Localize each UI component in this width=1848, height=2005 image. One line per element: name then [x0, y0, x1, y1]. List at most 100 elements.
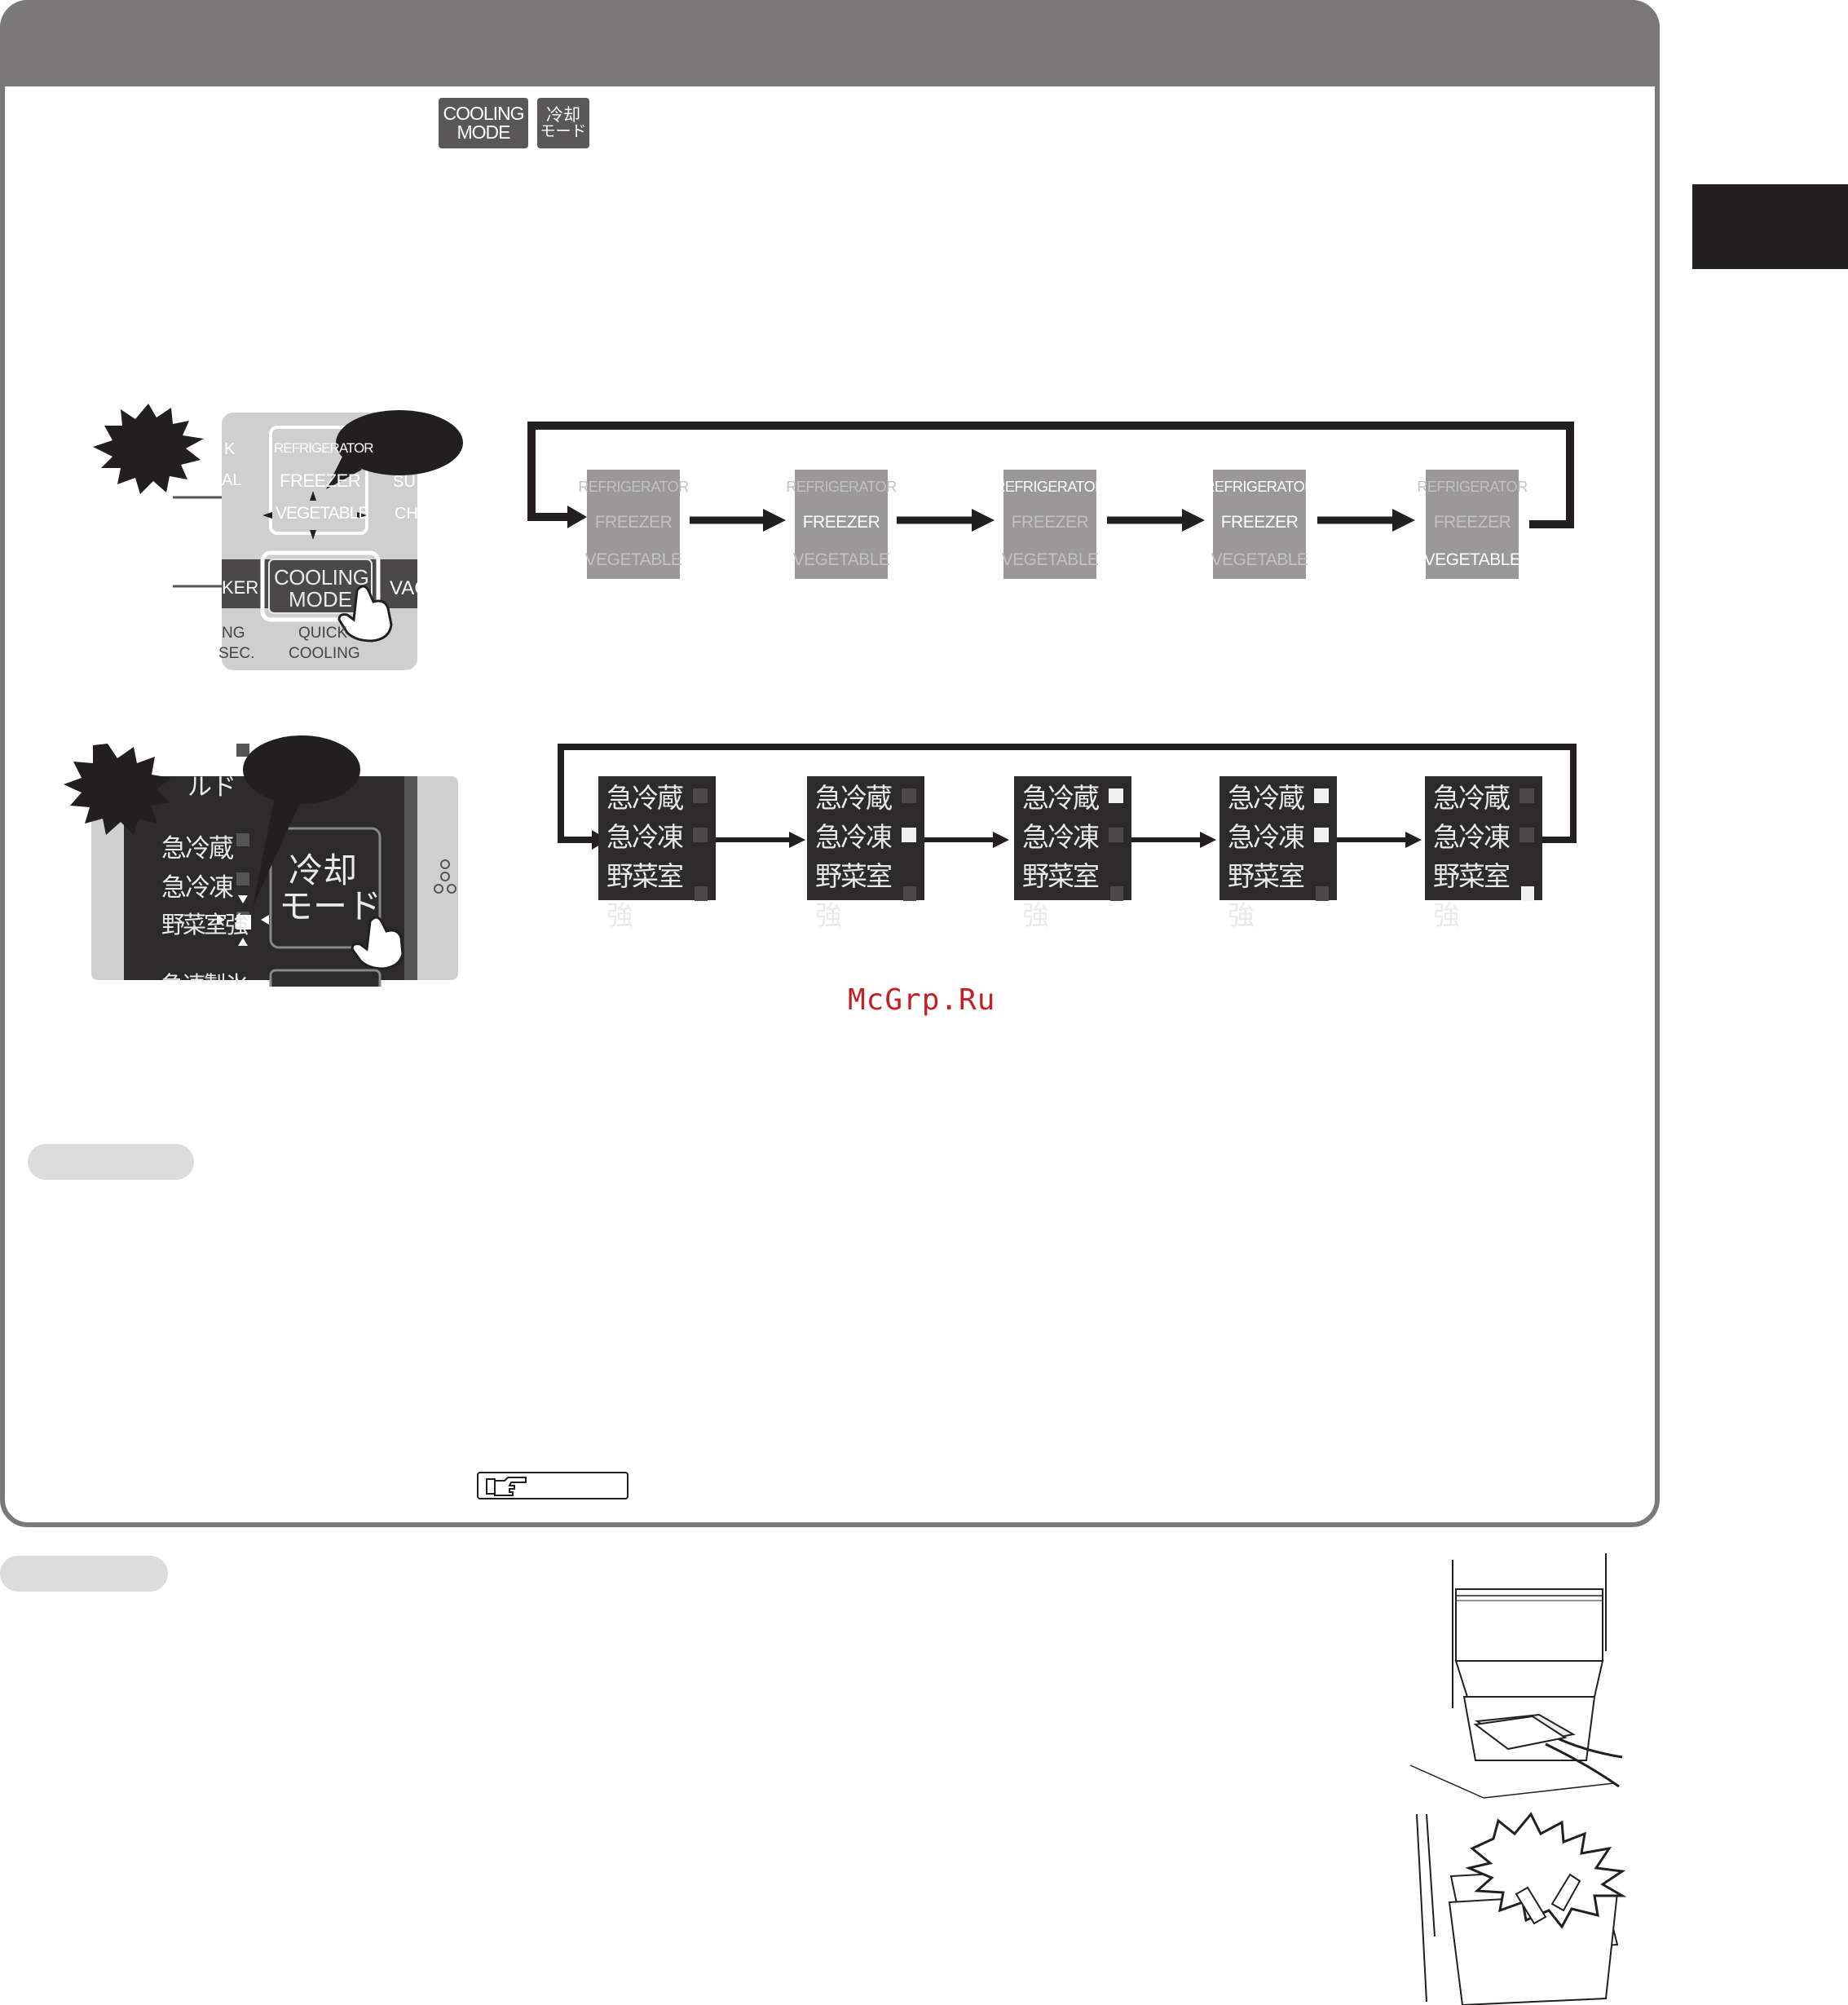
jp-cooling-mode-button-line2: モード [279, 886, 382, 926]
jp-indicator-row: 野菜室強 [1433, 855, 1534, 933]
pointing-hand-icon [351, 916, 404, 970]
en-sequence-arrows [527, 422, 1574, 532]
indicator-light [1316, 886, 1329, 901]
en-panel-vegetable: VEGETABLE [276, 504, 369, 523]
jp-indicator-label: 急冷蔵 [1433, 782, 1511, 814]
jp-cooling-mode-button-line1: 冷却 [289, 850, 358, 890]
indicator-vegetable: VEGETABLE [1423, 550, 1521, 570]
jp-sequence-step-5: 急冷蔵 急冷凍 野菜室強 [1425, 776, 1542, 931]
en-panel-refrigerator: REFRIGERATOR [274, 440, 373, 456]
jp-indicator-label: 急冷蔵 [606, 782, 684, 814]
jp-indicator-label: 野菜室強 [815, 860, 893, 931]
jp-indicator-row: 急冷凍 [815, 815, 916, 855]
en-partial-label: K [224, 440, 236, 458]
jp-indicator-row: 急冷蔵 [1022, 776, 1123, 815]
key-label-line1: 冷却 [546, 105, 580, 125]
jp-indicator-row: 急冷蔵 [1228, 776, 1329, 815]
jp-indicator-label: 野菜室強 [606, 860, 684, 931]
indicator-refrigerator: REFRIGERATOR [995, 478, 1105, 495]
en-partial-label: SU [393, 473, 416, 491]
indicator-vegetable: VEGETABLE [792, 550, 890, 570]
en-panel-freezer: FREEZER [280, 470, 361, 491]
jp-indicator-label: 急冷凍 [1433, 821, 1511, 853]
indicator-refrigerator: REFRIGERATOR [786, 478, 897, 495]
page-reference-box [477, 1472, 628, 1499]
key-label-line2: MODE [456, 121, 511, 143]
jp-indicator-label: 急冷凍 [606, 821, 684, 853]
jp-sequence-step-4: 急冷蔵 急冷凍 野菜室強 [1220, 776, 1337, 931]
indicator-vegetable: VEGETABLE [1211, 550, 1308, 570]
jp-label-quick-refrigerate: 急冷蔵 [161, 834, 234, 863]
indicator-freezer: FREEZER [802, 513, 880, 532]
indicator-refrigerator: REFRIGERATOR [578, 478, 689, 495]
jp-control-panel-illustration [64, 735, 458, 987]
indicator-light [1109, 788, 1123, 803]
en-sequence-step-1: REFRIGERATOR FREEZER VEGETABLE [578, 470, 689, 579]
indicator-light [1519, 828, 1534, 842]
jp-indicator-row: 野菜室強 [606, 855, 708, 933]
jp-sequence-step-3: 急冷蔵 急冷凍 野菜室強 [1014, 776, 1131, 931]
jp-indicator-row: 急冷凍 [606, 815, 708, 855]
starburst-icon [64, 744, 171, 835]
en-quick-cooling-caption-line2: COOLING [289, 645, 360, 662]
key-label-line2: モード [540, 122, 587, 140]
pointing-hand-icon [486, 1477, 527, 1496]
indicator-freezer: FREEZER [1011, 513, 1089, 532]
jp-indicator-row: 野菜室強 [1022, 855, 1123, 933]
en-partial-label: CH [395, 505, 418, 523]
jp-indicator-row: 急冷凍 [1022, 815, 1123, 855]
pointing-hand-icon [337, 585, 393, 643]
jp-indicator-label: 野菜室強 [1022, 860, 1100, 931]
indicator-refrigerator: REFRIGERATOR [1204, 478, 1315, 495]
indicator-light [1314, 788, 1329, 803]
en-cooling-mode-button-line1: COOLING [274, 565, 369, 590]
jp-indicator-row: 急冷蔵 [1433, 776, 1534, 815]
indicator-light [903, 886, 916, 901]
jp-indicator-label: 急冷凍 [1022, 821, 1100, 853]
jp-sequence-step-1: 急冷蔵 急冷凍 野菜室強 [598, 776, 716, 931]
indicator-light [695, 886, 708, 901]
indicator-light [1110, 886, 1123, 901]
jp-sequence-arrows [558, 744, 1577, 850]
indicator-light [1314, 828, 1329, 842]
fridge-drawer-illustration-top [1409, 1553, 1623, 1799]
starburst-icon [93, 404, 204, 494]
chapter-tab [1692, 184, 1848, 269]
burst-icon [1465, 1812, 1627, 1929]
en-partial-label: AL [222, 471, 242, 489]
indicator-light [693, 788, 708, 803]
jp-indicator-row: 急冷凍 [1228, 815, 1329, 855]
en-partial-label: SEC. [218, 645, 255, 662]
indicator-light [902, 788, 916, 803]
en-sequence-step-4: REFRIGERATOR FREEZER VEGETABLE [1204, 470, 1315, 579]
jp-indicator-row: 急冷蔵 [815, 776, 916, 815]
jp-partial-label: 急速製氷 [161, 967, 246, 982]
jp-indicator-label: 急冷蔵 [1022, 782, 1100, 814]
jp-indicator-label: 野菜室強 [1228, 860, 1305, 931]
fridge-drawer-illustration-bottom [1416, 1812, 1627, 2005]
section-heading-pill [0, 1556, 168, 1592]
indicator-vegetable: VEGETABLE [584, 550, 682, 570]
jp-label-vegetable-strong: 野菜室強 [161, 911, 249, 938]
indicator-light [1519, 788, 1534, 803]
en-control-panel-illustration [93, 404, 463, 670]
jp-partial-label: ルド [187, 773, 236, 802]
indicator-vegetable: VEGETABLE [1001, 550, 1099, 570]
en-partial-label: VAC [390, 577, 429, 599]
en-cooling-mode-button-line2: MODE [289, 587, 352, 612]
indicator-freezer: FREEZER [594, 513, 673, 532]
jp-indicator-label: 急冷蔵 [815, 782, 893, 814]
jp-cooling-mode-key-icon: 冷却 モード [537, 98, 589, 148]
jp-indicator-label: 急冷蔵 [1228, 782, 1305, 814]
jp-indicator-label: 急冷凍 [1228, 821, 1305, 853]
en-partial-label: NG [222, 625, 245, 642]
watermark: McGrp.Ru [848, 983, 996, 1017]
jp-indicator-row: 野菜室強 [1228, 855, 1329, 933]
en-partial-label: KER [222, 577, 259, 598]
en-sequence-step-3: REFRIGERATOR FREEZER VEGETABLE [995, 470, 1105, 579]
jp-indicator-row: 野菜室強 [815, 855, 916, 933]
indicator-refrigerator: REFRIGERATOR [1417, 478, 1528, 495]
indicator-freezer: FREEZER [1433, 513, 1511, 532]
en-sequence-step-2: REFRIGERATOR FREEZER VEGETABLE [786, 470, 897, 579]
indicator-light [1109, 828, 1123, 842]
